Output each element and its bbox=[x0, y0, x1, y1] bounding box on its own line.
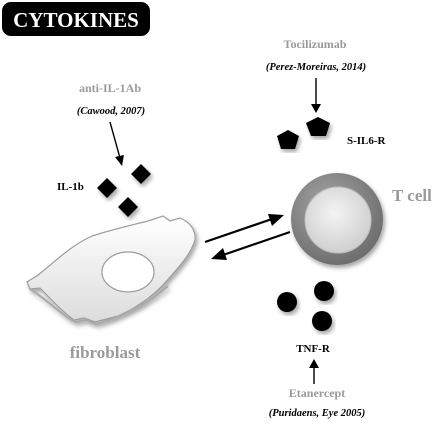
s-il6-r-pentagon bbox=[277, 130, 299, 149]
il1b-diamond bbox=[118, 197, 138, 217]
title-text: CYTOKINES bbox=[13, 8, 139, 32]
etanercept-reference: (Puridaens, Eye 2005) bbox=[269, 408, 366, 419]
t-cell-label: T cell bbox=[392, 186, 432, 205]
s-il6-r-label: S-IL6-R bbox=[347, 135, 387, 147]
fibroblast-nucleus bbox=[101, 251, 155, 293]
tnf-r-circle bbox=[312, 311, 332, 331]
il1b-label: IL-1b bbox=[57, 181, 84, 193]
interaction-arrows bbox=[204, 214, 291, 260]
etanercept-arrow bbox=[309, 359, 319, 384]
tnf-r-circle bbox=[277, 292, 297, 312]
il1b-diamond bbox=[131, 164, 151, 184]
fibroblast-label: fibroblast bbox=[70, 343, 141, 362]
etanercept-label: Etanercept bbox=[289, 386, 345, 400]
tocilizumab-label: Tocilizumab bbox=[284, 37, 347, 51]
anti-il1-reference: (Cawood, 2007) bbox=[77, 106, 145, 117]
title-badge: CYTOKINES bbox=[2, 2, 150, 36]
tnf-r-label: TNF-R bbox=[296, 343, 331, 355]
s-il6-r-pentagon bbox=[306, 117, 330, 136]
anti-il1-label: anti-IL-1Ab bbox=[79, 81, 141, 95]
tocilizumab-reference: (Perez-Moreiras, 2014) bbox=[266, 62, 366, 73]
il1b-diamond bbox=[97, 178, 117, 198]
anti-il1-arrow bbox=[109, 121, 124, 166]
tocilizumab-arrow bbox=[311, 78, 321, 113]
t-cell bbox=[291, 173, 383, 265]
tnf-r-circle bbox=[314, 281, 334, 301]
